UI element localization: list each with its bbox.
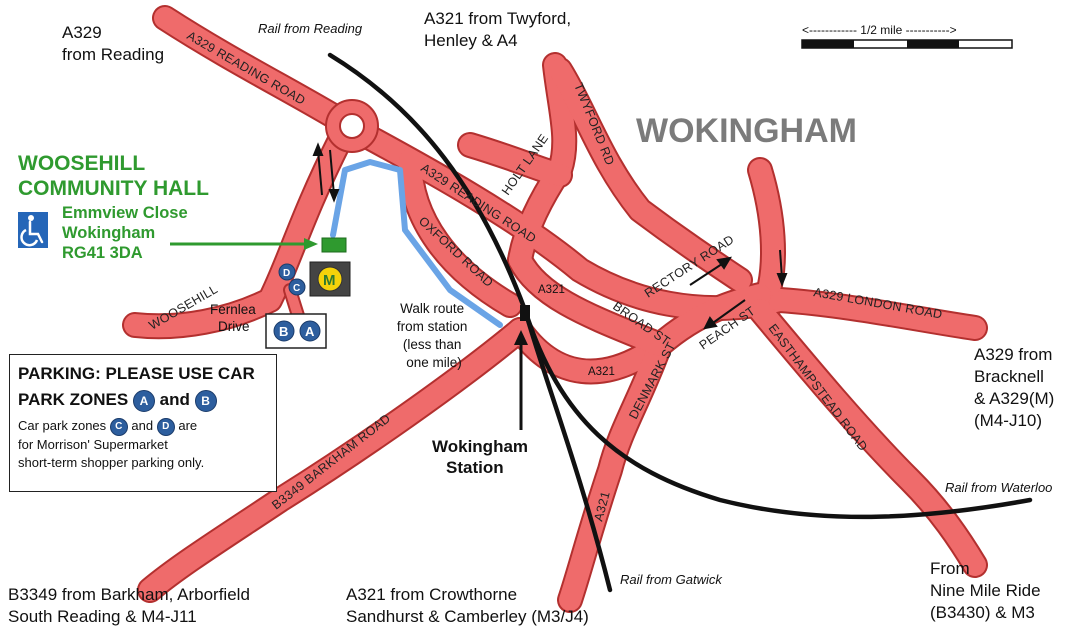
venue-address: Emmview Close Wokingham RG41 3DA bbox=[62, 204, 192, 262]
parking-zone-a-badge: A bbox=[132, 389, 155, 412]
parking-zone-c-badge: C bbox=[109, 417, 128, 436]
venue-pointer-arrowhead bbox=[304, 238, 318, 250]
roundabout-island bbox=[339, 113, 365, 139]
zone-markers-dc: D C bbox=[278, 263, 306, 296]
parking-note-post: are bbox=[178, 418, 198, 433]
parking-zone-b-badge: B bbox=[194, 389, 217, 412]
parking-heading-line2: PARK ZONES A and B bbox=[18, 387, 268, 413]
label-rail-reading: Rail from Reading bbox=[258, 21, 363, 36]
walk-route bbox=[330, 159, 503, 328]
zone-marker-a: A bbox=[305, 324, 315, 339]
zone-marker-b: B bbox=[279, 324, 288, 339]
venue-name: WOOSEHILL COMMUNITY HALL bbox=[18, 152, 209, 200]
dir-b3349: B3349 from Barkham, Arborfield South Rea… bbox=[8, 585, 255, 626]
venue-marker bbox=[321, 237, 347, 253]
walk-route-note: Walk route from station (less than one m… bbox=[397, 301, 471, 370]
one-way-arrows bbox=[312, 142, 788, 330]
dir-a329-reading: A329 from Reading bbox=[62, 23, 164, 64]
parking-zone-d-badge: D bbox=[156, 417, 175, 436]
parking-note-and: and bbox=[131, 418, 154, 433]
label-easthampstead-road: EASTHAMPSTEAD ROAD bbox=[766, 321, 871, 454]
rail-labels: Rail from Reading Rail from Waterloo Rai… bbox=[258, 21, 1052, 587]
parking-note-line2: for Morrison' Supermarket bbox=[18, 436, 168, 452]
station-label: Wokingham Station bbox=[432, 437, 533, 477]
town-name: WOKINGHAM bbox=[636, 112, 857, 150]
road-network bbox=[122, 5, 988, 613]
wheelchair-icon bbox=[18, 212, 48, 248]
label-reading-road-nw: A329 READING ROAD bbox=[185, 28, 308, 107]
label-fernlea-drive: Fernlea Drive bbox=[210, 302, 260, 334]
parking-heading-pre: PARK ZONES bbox=[18, 390, 129, 409]
zone-marker-c: C bbox=[293, 283, 300, 294]
rail-line-waterloo bbox=[522, 307, 1033, 520]
dir-a329-bracknell: A329 from Bracknell & A329(M) (M4-J10) bbox=[974, 345, 1059, 430]
venue-info: WOOSEHILL COMMUNITY HALL Emmview Close W… bbox=[18, 152, 347, 262]
label-a321-b: A321 bbox=[588, 366, 615, 378]
dir-a321-crowthorne: A321 from Crowthorne Sandhurst & Camberl… bbox=[346, 585, 589, 626]
dir-a321-twyford: A321 from Twyford, Henley & A4 bbox=[424, 9, 576, 50]
scale-label: <------------ 1/2 mile -----------> bbox=[802, 23, 957, 37]
scale-bar: <------------ 1/2 mile -----------> bbox=[801, 23, 1013, 49]
parking-info-box: PARKING: PLEASE USE CAR PARK ZONES A and… bbox=[9, 354, 277, 492]
supermarket-logo-letter: M bbox=[323, 272, 336, 289]
dir-nine-mile-ride: From Nine Mile Ride (B3430) & M3 bbox=[930, 559, 1045, 622]
parking-note-pre: Car park zones bbox=[18, 418, 107, 433]
label-barkham-road: B3349 BARKHAM ROAD bbox=[269, 411, 393, 512]
external-directions: A329 from Reading A321 from Twyford, Hen… bbox=[8, 9, 1059, 626]
label-rail-gatwick: Rail from Gatwick bbox=[620, 572, 723, 587]
zone-markers-ba: B A bbox=[265, 313, 327, 349]
station-marker bbox=[514, 305, 530, 430]
supermarket-logo: M bbox=[309, 261, 351, 297]
parking-heading-line1: PARKING: PLEASE USE CAR bbox=[18, 364, 255, 383]
parking-note-line3: short-term shopper parking only. bbox=[18, 454, 205, 470]
parking-note: Car park zones C and D are for Morrison'… bbox=[18, 417, 268, 472]
label-a321-a: A321 bbox=[538, 284, 565, 296]
label-rail-waterloo: Rail from Waterloo bbox=[945, 480, 1052, 495]
parking-heading-and: and bbox=[159, 390, 190, 409]
zone-marker-d: D bbox=[283, 268, 290, 279]
